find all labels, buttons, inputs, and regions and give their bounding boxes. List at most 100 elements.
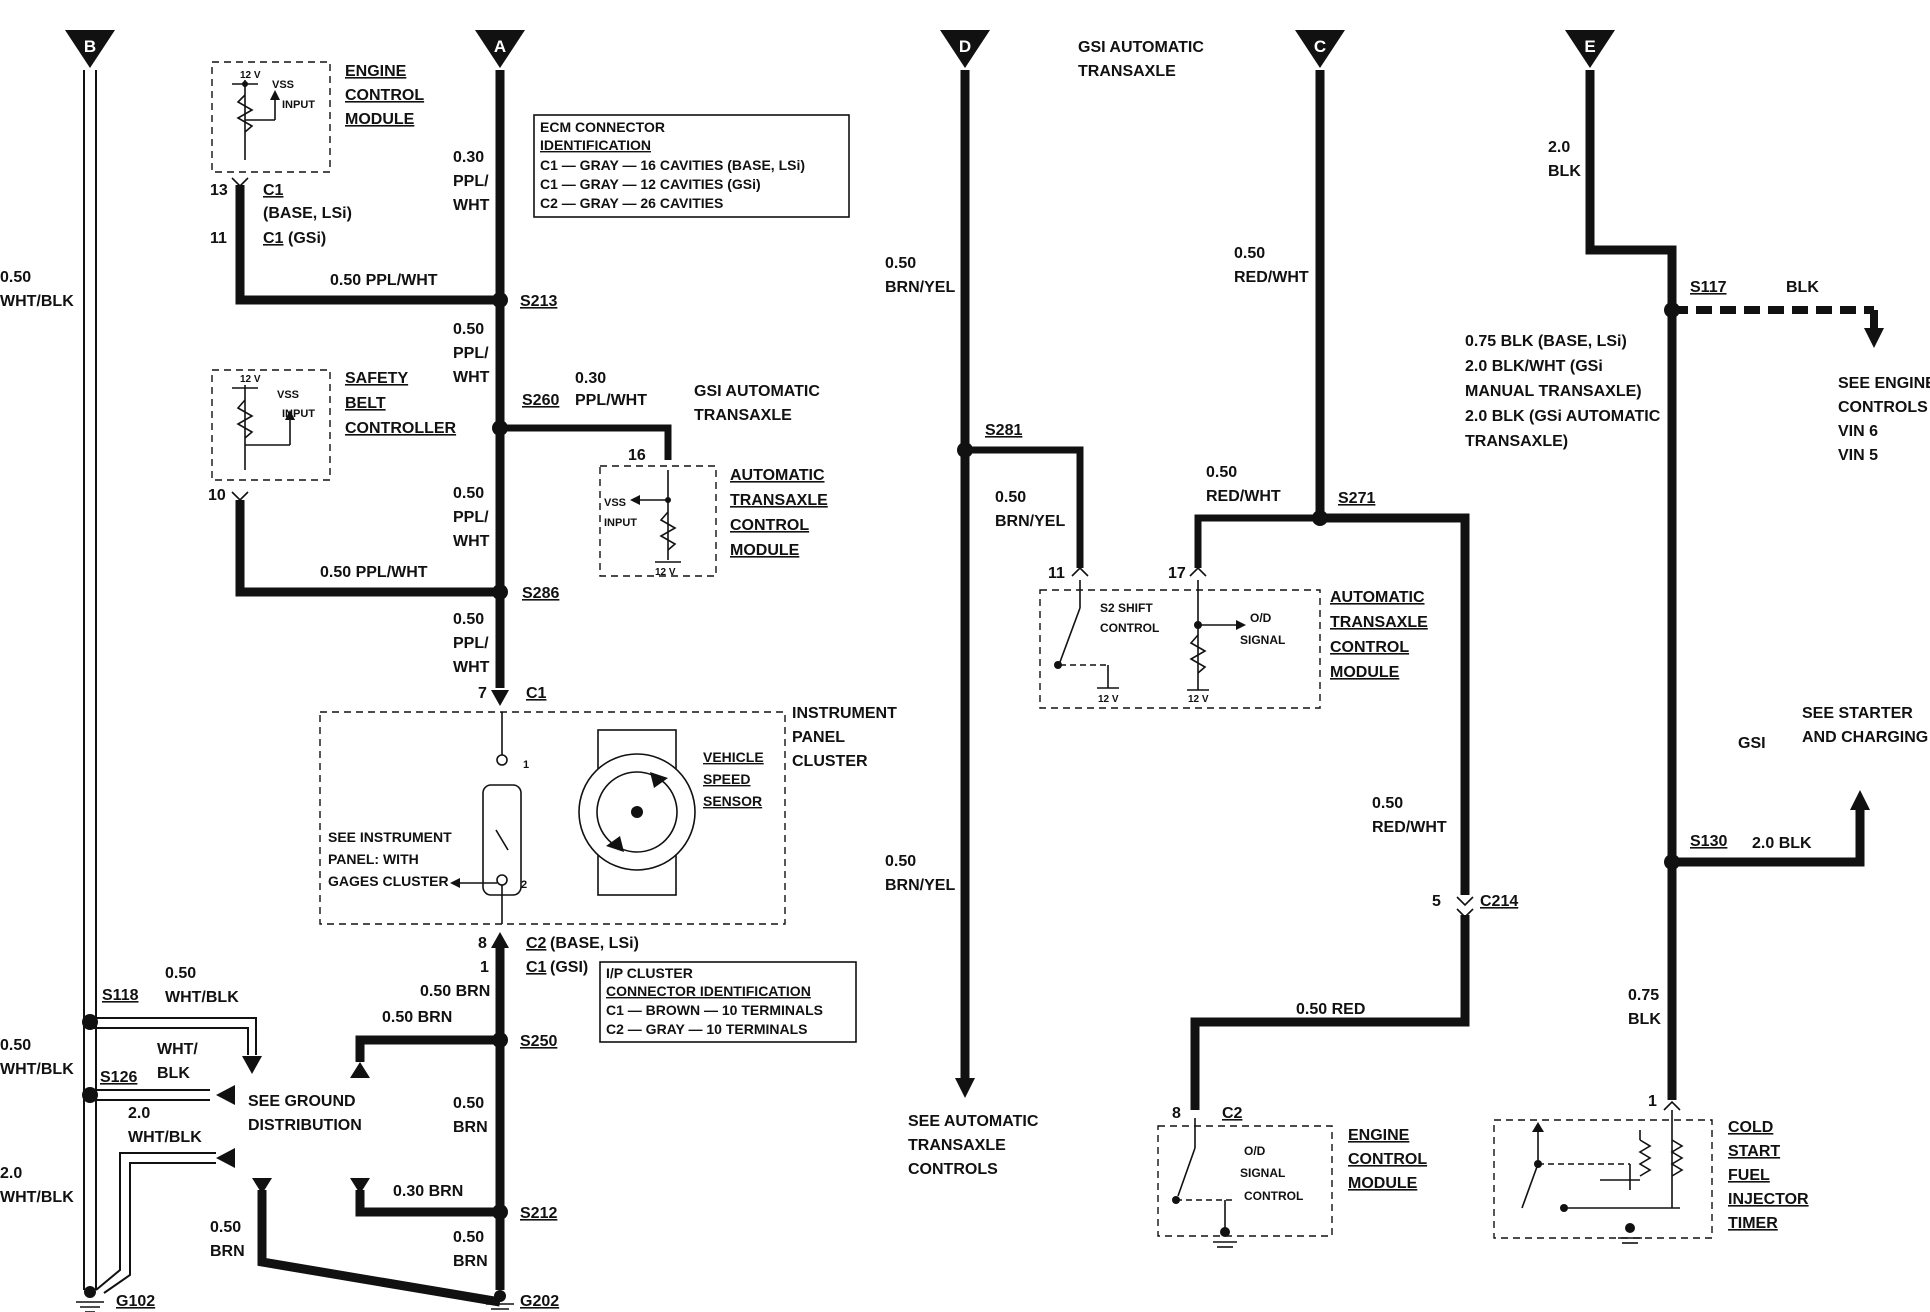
cst-name-4: INJECTOR xyxy=(1728,1191,1809,1208)
atcm-mid-name-4: MODULE xyxy=(730,542,800,559)
ecm-b-od-1: O/D xyxy=(1244,1144,1266,1158)
ipc-c2-base: (BASE, LSi) xyxy=(550,935,639,952)
atcm-r-od-2: SIGNAL xyxy=(1240,633,1285,647)
e-wire-bot-size: 0.75 xyxy=(1628,987,1659,1004)
pin-11r: 11 xyxy=(1048,565,1065,582)
ecm-b-od-2: SIGNAL xyxy=(1240,1166,1285,1180)
connector-d-flag: D xyxy=(940,30,990,68)
cst-name-5: TIMER xyxy=(1728,1215,1778,1232)
atcm-mid-12v: 12 V xyxy=(655,567,676,578)
ecm-top-name-2: CONTROL xyxy=(345,87,424,104)
wire-whtblk-2-0 xyxy=(95,1148,235,1294)
e-note-5: TRANSAXLE) xyxy=(1465,433,1568,450)
pin-5: 5 xyxy=(1432,893,1441,910)
c-branch-color: RED/WHT xyxy=(1206,488,1281,505)
splice-s117-icon xyxy=(1664,302,1680,318)
wire-030brn: 0.30 BRN xyxy=(393,1183,463,1200)
see-auto-2: TRANSAXLE xyxy=(908,1137,1006,1154)
splice-label-s271: S271 xyxy=(1338,490,1375,507)
ground-label-g102: G102 xyxy=(116,1293,155,1310)
e-note-1: 0.75 BLK (BASE, LSi) xyxy=(1465,333,1627,350)
ground-label-g202: G202 xyxy=(520,1293,559,1310)
see-starter-2: AND CHARGING xyxy=(1802,729,1928,746)
wire-050brn-d-color: BRN xyxy=(453,1253,488,1270)
wire-d-brn-yel xyxy=(955,70,1084,1098)
wire-050brn-a: 0.50 BRN xyxy=(420,983,490,1000)
splice-s213-icon xyxy=(492,292,508,308)
see-auto-1: SEE AUTOMATIC xyxy=(908,1113,1039,1130)
wire-a-ppl-wht xyxy=(491,70,509,706)
ecm-c2: C2 xyxy=(1222,1105,1243,1122)
splice-label-s130: S130 xyxy=(1690,833,1727,850)
ecm-table-row-3: C2 — GRAY — 26 CAVITIES xyxy=(540,195,723,211)
wire-050brn-e-color: BRN xyxy=(210,1243,245,1260)
sb-in-1: VSS xyxy=(277,389,299,401)
wire-050whtblk-size: 0.50 xyxy=(165,965,196,982)
e-wire-bot-color: BLK xyxy=(1628,1011,1661,1028)
splice-s126-icon xyxy=(82,1087,98,1103)
module-atcm-mid: 12 V VSS INPUT xyxy=(599,465,717,578)
d-branch-size: 0.50 xyxy=(995,489,1026,506)
sb-12v: 12 V xyxy=(240,374,261,385)
pin-8b: 8 xyxy=(1172,1105,1181,1122)
wire-20blk: 2.0 BLK xyxy=(1752,835,1812,852)
c-wire-top-color: RED/WHT xyxy=(1234,269,1309,286)
pin-1c: 1 xyxy=(1648,1093,1657,1110)
see-engine-4: VIN 5 xyxy=(1838,447,1878,464)
d-wire-bot-color: BRN/YEL xyxy=(885,877,955,894)
ipc-see-3: GAGES CLUSTER xyxy=(328,873,449,889)
see-ground-1: SEE GROUND xyxy=(248,1093,356,1110)
ipc-pin-2: 2 xyxy=(521,879,527,891)
atcm-r-name-2: TRANSAXLE xyxy=(1330,614,1428,631)
c-right-size: 0.50 xyxy=(1372,795,1403,812)
a-wire-3-size: 0.50 xyxy=(453,485,484,502)
splice-s281-icon xyxy=(957,442,973,458)
ip-table-title-1: I/P CLUSTER xyxy=(606,965,693,981)
ipc-c1-gsi: C1 xyxy=(526,959,547,976)
atcm-r-conn-17-icon xyxy=(1189,566,1207,577)
ecm-connector-table: ECM CONNECTOR IDENTIFICATION C1 — GRAY —… xyxy=(533,114,850,218)
wire-050brn-c-color: BRN xyxy=(453,1119,488,1136)
wire-brown-lower xyxy=(252,932,509,1307)
wire-050ppl-bot: 0.50 PPL/WHT xyxy=(320,564,428,581)
atcm-r-12v-a: 12 V xyxy=(1098,694,1119,705)
splice-s286-icon xyxy=(492,584,508,600)
wire-c-red-wht xyxy=(1190,70,1470,1110)
a-wire-2-c1: PPL/ xyxy=(453,345,489,362)
ecm-c1-gsi: C1 xyxy=(263,230,284,247)
a-wire-2-c2: WHT xyxy=(453,369,490,386)
connector-c214: C214 xyxy=(1480,893,1518,910)
atcm-mid-in-1: VSS xyxy=(604,497,626,509)
wire-050brn-c-size: 0.50 xyxy=(453,1095,484,1112)
atcm-r-name-4: MODULE xyxy=(1330,664,1400,681)
module-instrument-cluster: 1 2 xyxy=(319,711,786,925)
a-wire-3-c2: WHT xyxy=(453,533,490,550)
atcm-mid-name-3: CONTROL xyxy=(730,517,809,534)
cst-connector-icon xyxy=(1663,1100,1681,1111)
d-branch-color: BRN/YEL xyxy=(995,513,1065,530)
pin-16: 16 xyxy=(628,447,646,464)
wire-blk: BLK xyxy=(1786,279,1819,296)
splice-label-s212: S212 xyxy=(520,1205,557,1222)
a-wire-4-c2: WHT xyxy=(453,659,490,676)
pin-10: 10 xyxy=(208,487,226,504)
splice-label-s213: S213 xyxy=(520,293,557,310)
ecm-c1-gsi-tag: (GSi) xyxy=(288,230,326,247)
d-wire-bot-size: 0.50 xyxy=(885,853,916,870)
wire-20whtblk-size: 2.0 xyxy=(128,1105,150,1122)
ip-table-title-2: CONNECTOR IDENTIFICATION xyxy=(606,983,811,999)
ecm-b-od-3: CONTROL xyxy=(1244,1189,1303,1203)
b-wire-size: 0.50 xyxy=(0,269,31,286)
c-branch-size: 0.50 xyxy=(1206,464,1237,481)
splice-s130-icon xyxy=(1664,854,1680,870)
ecm-table-title-1: ECM CONNECTOR xyxy=(540,119,665,135)
connector-c-label: C xyxy=(1314,37,1326,56)
pin-13: 13 xyxy=(210,182,228,199)
see-starter-1: SEE STARTER xyxy=(1802,705,1913,722)
atcm-mid-name-1: AUTOMATIC xyxy=(730,467,825,484)
ecm-top-12v: 12 V xyxy=(240,70,261,81)
ipc-name-2: PANEL xyxy=(792,729,845,746)
wire-e-blk xyxy=(1585,70,1884,1100)
wire-safety-belt xyxy=(235,500,500,597)
